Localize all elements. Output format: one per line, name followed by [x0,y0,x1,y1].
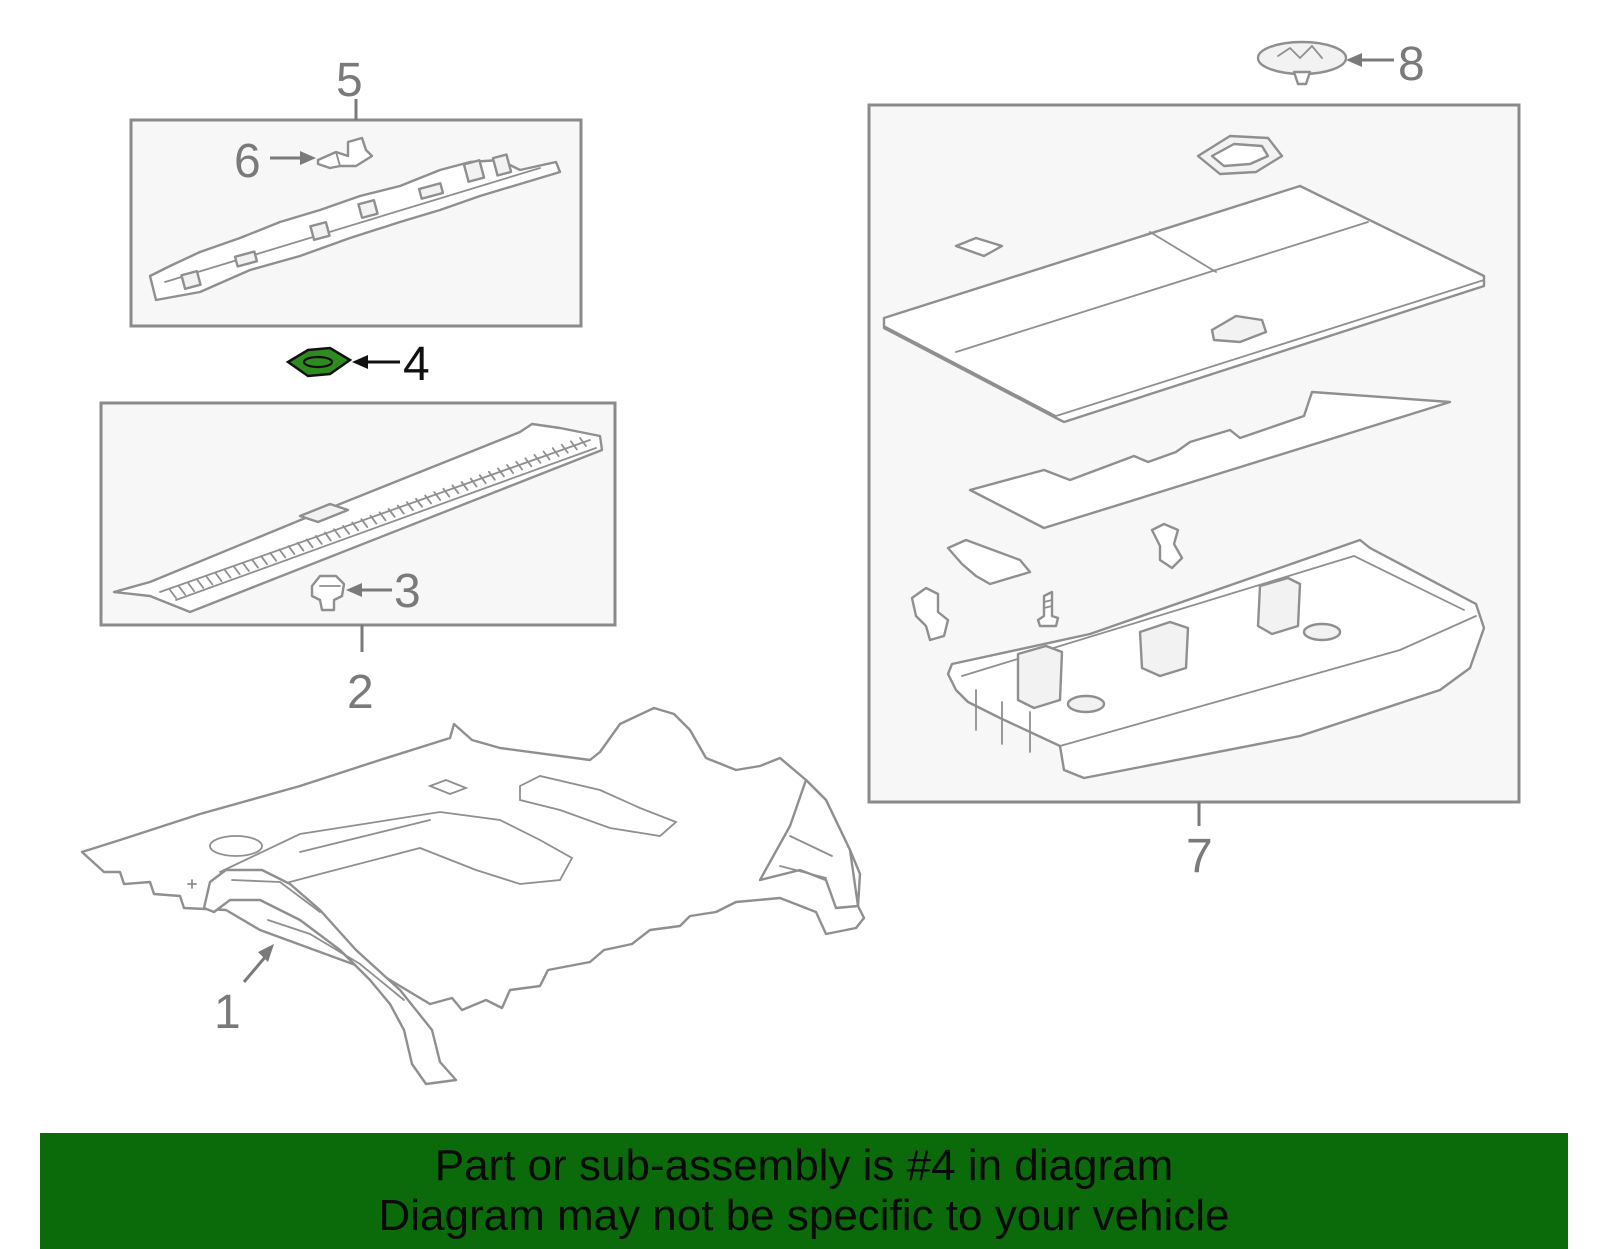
sill-rib [533,453,542,464]
sill-rib [178,585,187,596]
load-floor-panel [882,184,1486,424]
grommet-part-8 [1256,40,1348,86]
sill-rib [396,504,405,515]
callout-5: 5 [336,54,363,107]
callout-4: 4 [403,338,430,391]
box-part-7 [867,103,1521,804]
callout-2: 2 [347,666,374,719]
sill-rib [223,568,232,579]
sill-rib [196,578,205,589]
floor-carpet-part-1 [80,706,866,1086]
callout-6: 6 [234,135,261,188]
sill-rib [579,437,587,447]
sill-rib [323,531,332,542]
sill-rib [241,562,250,572]
sill-rib [287,545,296,555]
sill-rib [551,447,560,458]
screw [1036,590,1060,628]
sill-rib [433,491,442,501]
box-part-5 [129,118,583,328]
sill-rib [560,443,569,454]
sill-rib [360,518,369,528]
callout-7: 7 [1186,830,1213,883]
sill-rib [542,450,551,461]
callout-labels: 1 2 3 4 5 6 7 8 [214,38,1425,1039]
sill-rib [569,440,578,451]
sill-rib [469,477,478,488]
storage-tray [946,538,1486,780]
part-4-highlighted [285,346,353,378]
sill-rib [378,511,387,522]
sill-rib [487,470,496,481]
sill-rib [260,555,269,566]
sill-rib [478,474,487,485]
sill-rib [497,467,505,478]
sill-rib [296,541,305,552]
sill-rib [232,565,241,576]
sill-rib [524,457,533,468]
sill-rib [205,575,214,586]
sill-ribs [169,437,587,599]
sill-rib [351,521,360,532]
clip-part-6 [316,136,374,170]
sill-rib [415,497,423,508]
sill-rib [305,538,314,549]
sill-rib [251,558,259,569]
sill-rib [460,481,469,491]
sill-rib [405,501,414,512]
leader-lines [242,53,1394,983]
info-banner: Part or sub-assembly is #4 in diagram Di… [40,1133,1568,1249]
sill-rib [424,494,433,505]
sill-rib [387,508,396,518]
sill-rib [333,528,341,539]
sill-rib [169,589,177,599]
callout-8: 8 [1398,38,1425,91]
sill-rib [278,548,287,559]
sill-rib [506,464,515,474]
sill-rib [342,524,351,535]
sill-rib [369,514,378,525]
banner-line-2: Diagram may not be specific to your vehi… [378,1191,1230,1240]
sill-rib [442,487,451,498]
callout-3: 3 [394,565,421,618]
handle-grommet [1196,134,1284,176]
sill-rib [214,572,223,583]
sill-rib [451,484,460,495]
sill-rib [187,582,196,593]
callout-1: 1 [214,986,241,1039]
clip-part-3 [310,574,346,612]
sill-rib [515,460,524,471]
sill-rib [269,551,278,562]
sill-rib [314,535,323,545]
banner-line-1: Part or sub-assembly is #4 in diagram [434,1141,1174,1190]
